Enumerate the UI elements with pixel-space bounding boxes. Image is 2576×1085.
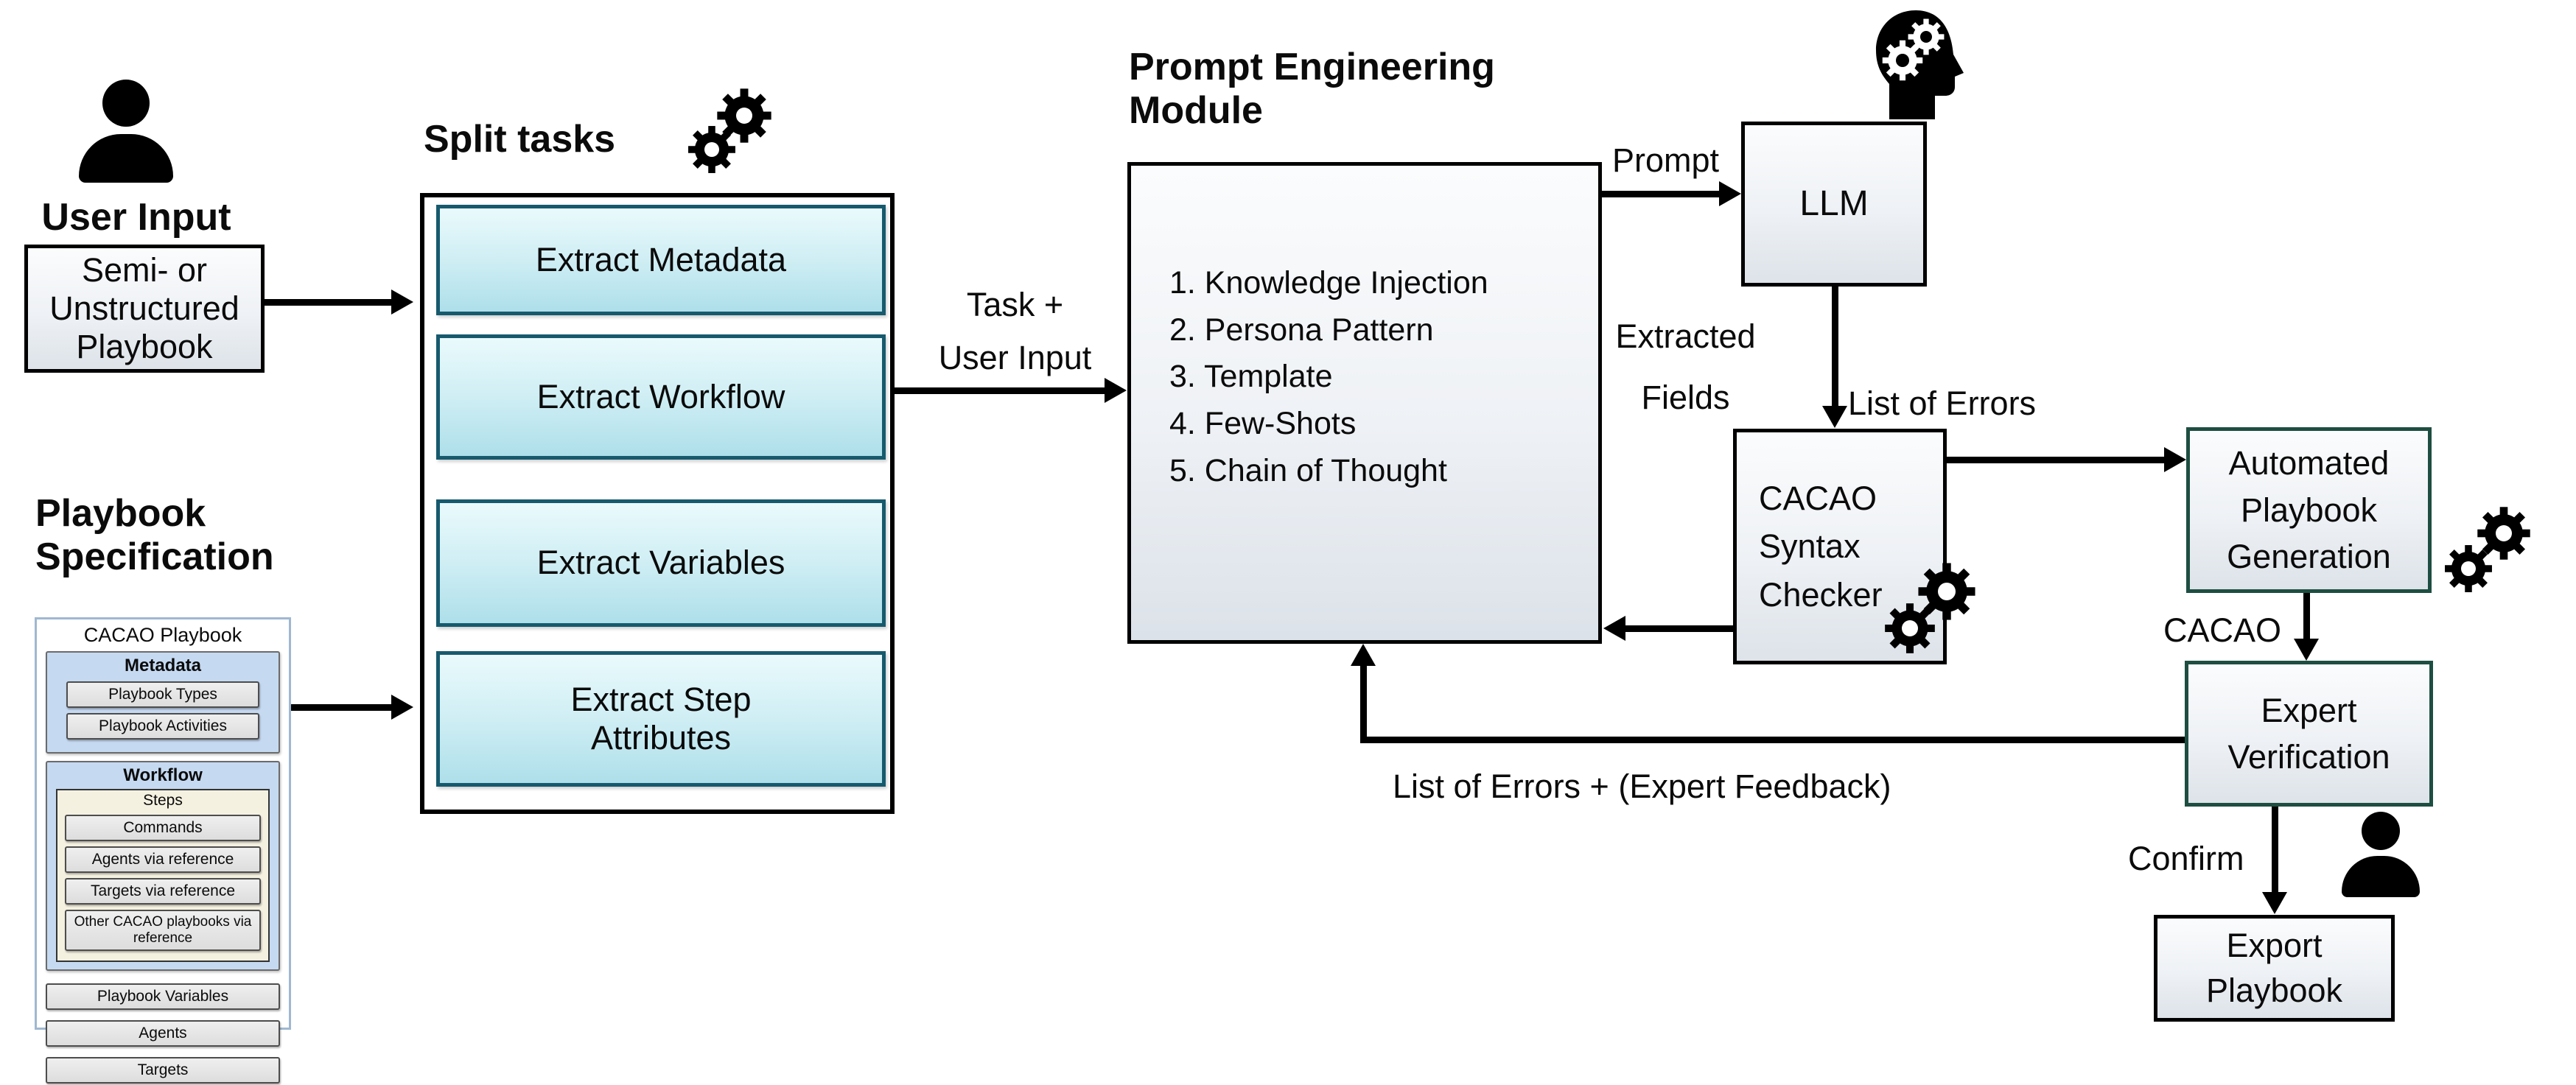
pem-item: 1. Knowledge Injection bbox=[1169, 265, 1488, 301]
export-playbook-box: Export Playbook bbox=[2154, 915, 2395, 1022]
arrow-pem-to-llm bbox=[1602, 191, 1720, 197]
arrowhead bbox=[2262, 892, 2287, 914]
arrowhead bbox=[391, 289, 413, 315]
generation-gears-icon bbox=[2445, 507, 2530, 592]
spec-item: Agents bbox=[46, 1020, 280, 1047]
arrow-userinput-to-split bbox=[263, 299, 393, 306]
cacao-playbook-spec-panel: CACAO Playbook Metadata Playbook Types P… bbox=[35, 617, 291, 1084]
spec-metadata-section: Metadata Playbook Types Playbook Activit… bbox=[46, 651, 280, 754]
arrowhead bbox=[1351, 644, 1376, 666]
arrow-csc-to-pem bbox=[1625, 625, 1733, 632]
task-extract-metadata: Extract Metadata bbox=[436, 205, 886, 315]
playbook-spec-title: Playbook Specification bbox=[35, 492, 274, 578]
expert-verification-box: Expert Verification bbox=[2185, 661, 2433, 807]
confirm-label: Confirm bbox=[2128, 840, 2244, 877]
spec-item: Playbook Variables bbox=[46, 983, 280, 1010]
pem-list: 1. Knowledge Injection 2. Persona Patter… bbox=[1169, 260, 1488, 494]
spec-item: Playbook Types bbox=[66, 681, 259, 708]
cacao-label: CACAO bbox=[2163, 611, 2282, 649]
split-tasks-container: Extract Metadata Extract Workflow Extrac… bbox=[420, 193, 895, 814]
extracted-fields-label: Extracted Fields bbox=[1615, 317, 1756, 417]
pem-item: 5. Chain of Thought bbox=[1169, 452, 1447, 488]
checker-gears-icon bbox=[1885, 563, 1975, 653]
spec-item: Other CACAO playbooks via reference bbox=[65, 910, 261, 951]
spec-item: Targets via reference bbox=[65, 878, 261, 905]
arrow-apg-to-ev bbox=[2303, 593, 2310, 640]
spec-panel-title: CACAO Playbook bbox=[83, 624, 242, 646]
feedback-line-horizontal bbox=[1360, 737, 2185, 743]
arrowhead bbox=[1105, 378, 1127, 403]
arrow-spec-to-split bbox=[291, 704, 393, 711]
unstructured-playbook-box: Semi- or Unstructured Playbook bbox=[24, 245, 265, 373]
arrow-llm-to-csc bbox=[1832, 285, 1838, 406]
spec-workflow-title: Workflow bbox=[123, 765, 203, 785]
llm-head-with-gears-icon bbox=[1876, 10, 1964, 119]
split-tasks-gears-icon bbox=[688, 88, 771, 173]
arrow-ev-to-export bbox=[2272, 807, 2278, 893]
pem-item: 4. Few-Shots bbox=[1169, 405, 1357, 441]
feedback-label: List of Errors + (Expert Feedback) bbox=[1393, 768, 1891, 805]
pem-item: 3. Template bbox=[1169, 359, 1333, 395]
spec-steps-box: Steps Commands Agents via reference Targ… bbox=[56, 789, 270, 962]
feedback-line-vertical bbox=[1360, 663, 1367, 743]
prompt-label: Prompt bbox=[1611, 141, 1720, 179]
automated-playbook-generation-box: Automated Playbook Generation bbox=[2186, 427, 2432, 593]
arrowhead bbox=[1603, 616, 1625, 641]
arrow-split-to-pem bbox=[893, 387, 1105, 394]
user-person-icon bbox=[79, 80, 173, 183]
expert-person-icon bbox=[2342, 812, 2420, 897]
prompt-engineering-module-box: 1. Knowledge Injection 2. Persona Patter… bbox=[1127, 162, 1602, 644]
task-extract-workflow: Extract Workflow bbox=[436, 334, 886, 460]
spec-item: Agents via reference bbox=[65, 846, 261, 873]
arrowhead bbox=[2294, 639, 2319, 661]
cacao-syntax-checker-box: CACAO Syntax Checker bbox=[1733, 429, 1947, 664]
task-extract-step-attributes: Extract Step Attributes bbox=[436, 651, 886, 787]
list-of-errors-label: List of Errors bbox=[1848, 385, 2037, 422]
spec-item: Commands bbox=[65, 815, 261, 841]
arrowhead bbox=[1822, 406, 1847, 428]
llm-box: LLM bbox=[1741, 122, 1927, 287]
task-extract-variables: Extract Variables bbox=[436, 499, 886, 627]
arrowhead bbox=[1719, 181, 1741, 206]
split-tasks-title: Split tasks bbox=[424, 118, 616, 161]
arrowhead bbox=[2164, 447, 2186, 472]
task-user-input-label: Task + User Input bbox=[938, 286, 1092, 376]
user-input-title: User Input bbox=[41, 196, 231, 239]
spec-steps-title: Steps bbox=[143, 792, 183, 809]
arrow-csc-to-apg bbox=[1947, 457, 2165, 463]
pem-item: 2. Persona Pattern bbox=[1169, 312, 1434, 348]
spec-item: Playbook Activities bbox=[66, 713, 259, 740]
spec-workflow-section: Workflow Steps Commands Agents via refer… bbox=[46, 761, 280, 971]
arrowhead bbox=[391, 695, 413, 720]
spec-metadata-title: Metadata bbox=[124, 656, 202, 675]
pem-title: Prompt Engineering Module bbox=[1129, 46, 1495, 132]
spec-item: Targets bbox=[46, 1057, 280, 1084]
